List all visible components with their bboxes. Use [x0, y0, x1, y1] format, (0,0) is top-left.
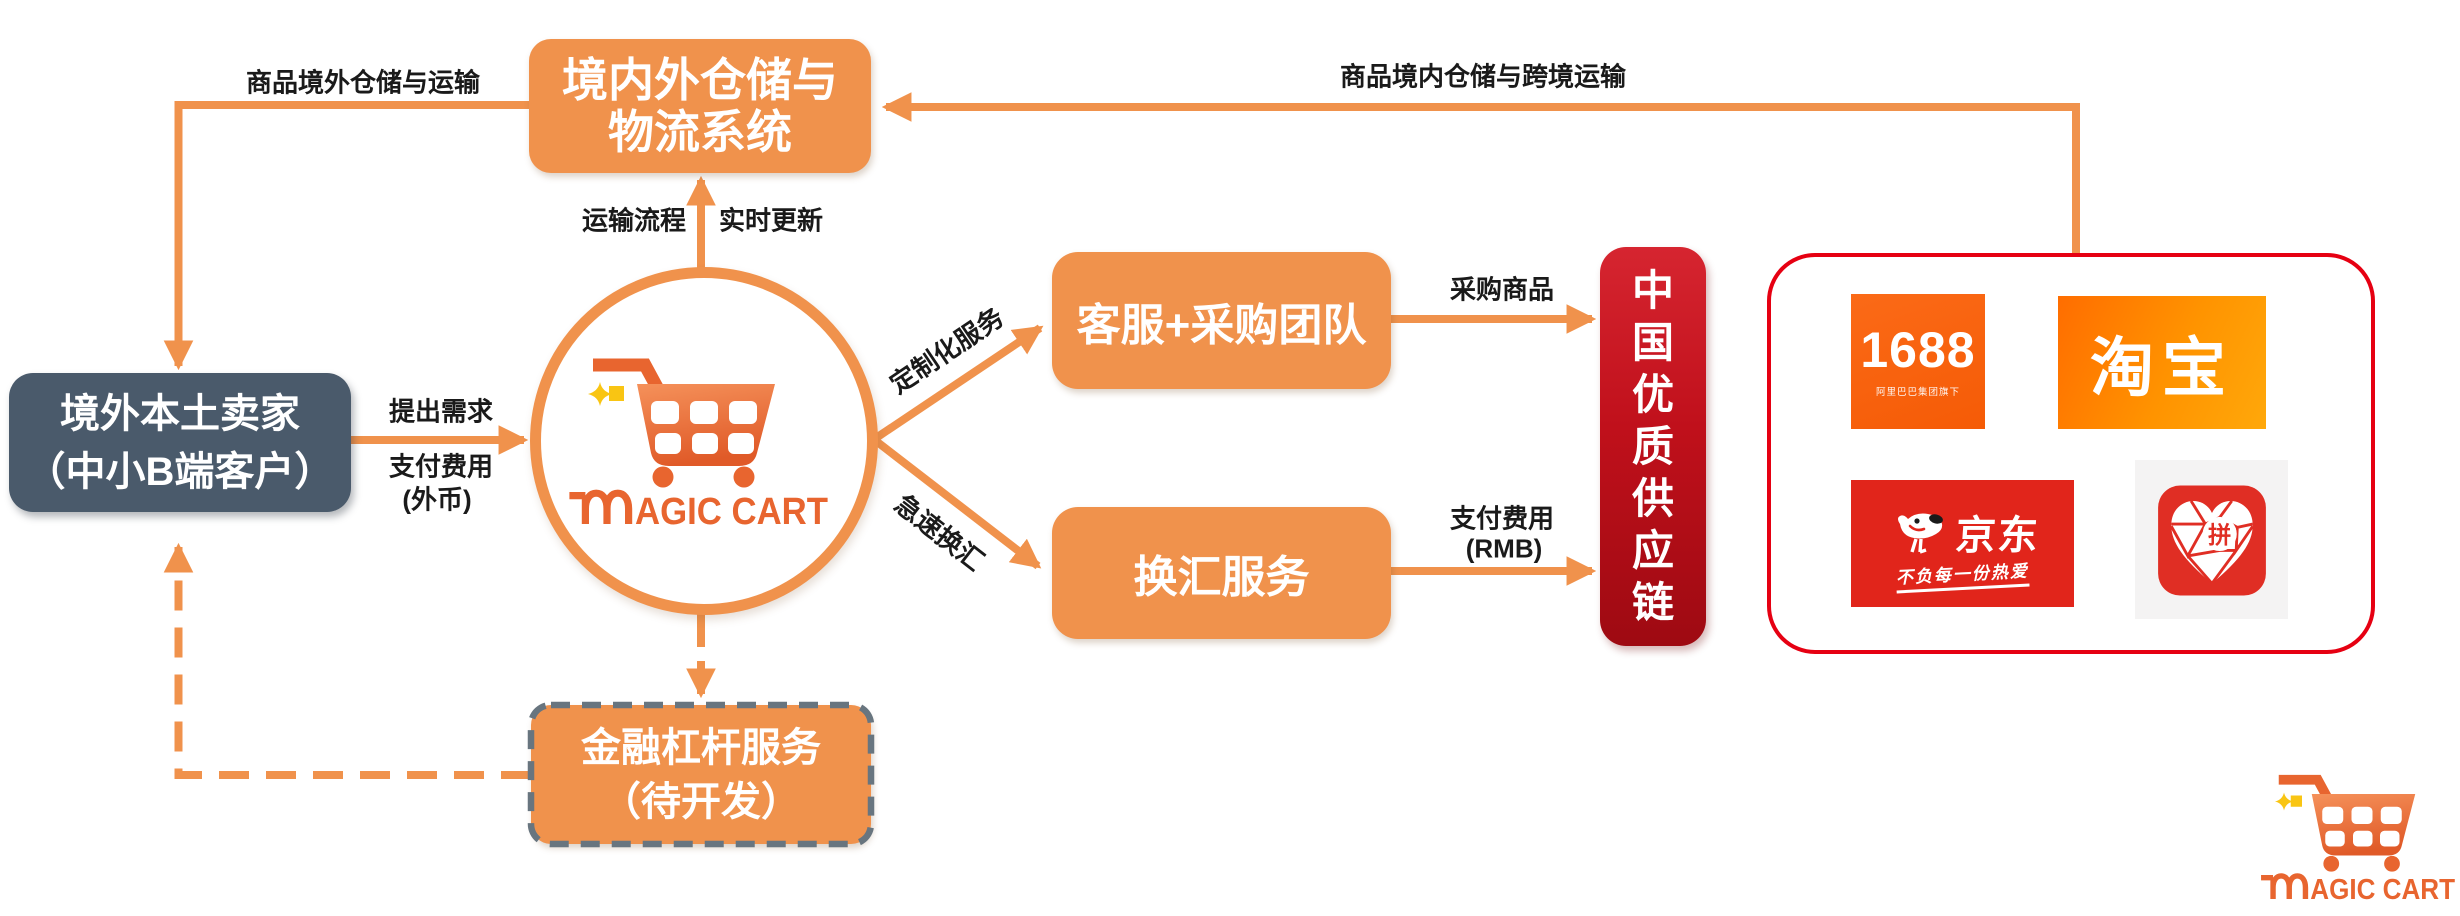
- node-service-team-label: 客服+采购团队: [1076, 300, 1367, 350]
- edge-finance-to-seller: [163, 542, 531, 779]
- edge-hub-to-exchange: [873, 437, 1042, 570]
- handle-gold-square: [2290, 795, 2302, 807]
- finance-dashed-border: [527, 701, 875, 848]
- node-service-purchase-team[interactable]: 客服+采购团队: [1052, 252, 1391, 389]
- label-pay-fee-rmb: 支付费用: [1449, 503, 1555, 534]
- label-purchase-goods: 采购商品: [1449, 274, 1555, 305]
- node-finance-line1: 金融杠杆服务: [581, 725, 821, 770]
- label-pay-fee-foreign-currency: (外币): [402, 484, 472, 515]
- logo-1688-subtext: 阿里巴巴集团旗下: [1875, 387, 1960, 398]
- logo-jd-slogan: 不负每一份热爱: [1895, 561, 2030, 594]
- node-warehouse-line2: 物流系统: [608, 106, 792, 158]
- logo-1688-text: 1688: [1860, 322, 1976, 378]
- node-china-supply-chain[interactable]: 中国优质供应链: [1600, 247, 1706, 646]
- node-finance-leverage[interactable]: 金融杠杆服务 （待开发）: [531, 705, 871, 844]
- node-seller-line2: （中小B端客户）: [25, 449, 335, 494]
- label-realtime-update: 实时更新: [718, 205, 824, 236]
- node-seller-line1: 境外本土卖家: [60, 391, 300, 436]
- sparkle-icon: [588, 382, 612, 406]
- label-transport-process: 运输流程: [581, 205, 687, 236]
- label-overseas-storage-transport: 商品境外仓储与运输: [245, 67, 481, 98]
- partners-panel: 1688 阿里巴巴集团旗下 淘宝 京东 不负每一份热爱: [1767, 253, 2375, 654]
- edge-warehouse-to-seller: [163, 101, 529, 371]
- edge-partners-to-warehouse: [881, 92, 2080, 253]
- node-warehouse-line1: 境内外仓储与: [562, 54, 838, 106]
- sparkle-icon: [2275, 792, 2293, 811]
- node-overseas-seller[interactable]: 境外本土卖家 （中小B端客户）: [9, 373, 351, 512]
- magic-cart-logo-corner: AGIC CART: [2261, 774, 2456, 902]
- logo-pinduoduo[interactable]: 拼: [2135, 460, 2288, 619]
- node-exchange-service[interactable]: 换汇服务: [1052, 507, 1391, 639]
- logo-jd[interactable]: 京东 不负每一份热爱: [1851, 480, 2074, 607]
- pdd-icon-text: 拼: [2208, 521, 2231, 547]
- cart-icon: [588, 358, 775, 488]
- magic-cart-logo-center: AGIC CART: [569, 358, 828, 528]
- logo-jd-text: 京东: [1953, 514, 2041, 558]
- wordmark-text: AGIC CART: [2310, 874, 2455, 902]
- logo-1688[interactable]: 1688 阿里巴巴集团旗下: [1851, 294, 1985, 429]
- edge-hub-to-service-team: [873, 324, 1044, 442]
- node-supply-chain-label: 中国优质供应链: [1631, 266, 1674, 626]
- label-domestic-storage-crossborder: 商品境内仓储与跨境运输: [1339, 61, 1627, 92]
- label-pay-fee-foreign: 支付费用: [388, 451, 494, 482]
- node-finance-line2: （待开发）: [601, 779, 801, 824]
- cart-icon: [2275, 774, 2416, 872]
- jd-dog-icon: [1897, 513, 1943, 554]
- handle-gold-square: [609, 386, 624, 401]
- label-raise-demand: 提出需求: [388, 396, 494, 427]
- wordmark: AGIC CART: [2261, 873, 2456, 902]
- wordmark-text: AGIC CART: [635, 491, 828, 528]
- pdd-icon: 拼: [2157, 485, 2266, 596]
- logo-taobao[interactable]: 淘宝: [2058, 296, 2266, 429]
- logo-taobao-text: 淘宝: [2090, 331, 2234, 404]
- wordmark: AGIC CART: [569, 489, 828, 528]
- label-pay-fee-rmb-currency: (RMB): [1465, 533, 1543, 564]
- node-exchange-label: 换汇服务: [1133, 553, 1310, 602]
- node-warehouse-logistics[interactable]: 境内外仓储与 物流系统: [529, 39, 871, 173]
